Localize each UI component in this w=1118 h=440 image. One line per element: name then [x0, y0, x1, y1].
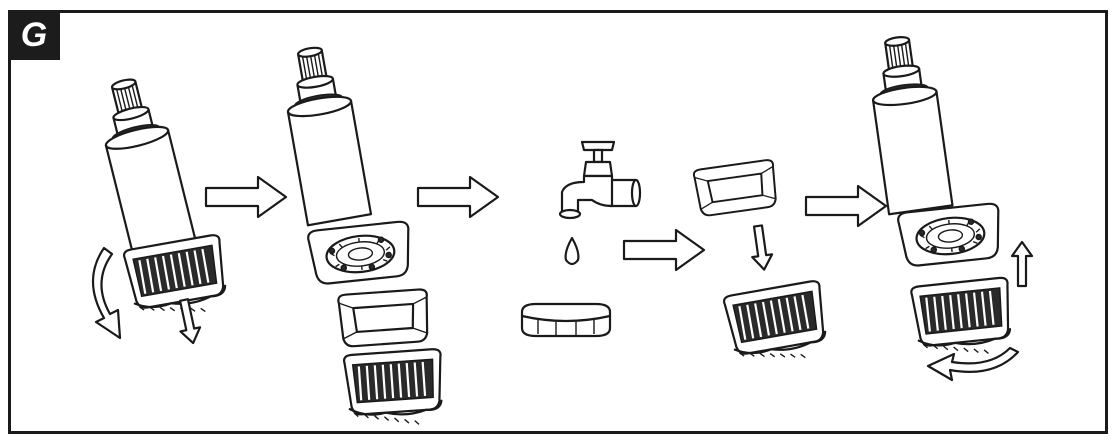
arrow-right-4 — [804, 184, 888, 228]
filter-body-5 — [863, 31, 954, 216]
sponge-ring-2 — [336, 287, 432, 349]
dark-cap-5 — [909, 276, 1016, 362]
arrow-right-1 — [204, 175, 288, 219]
filter-body-2 — [276, 41, 373, 227]
base-plate-5 — [896, 201, 1005, 269]
base-plate-2 — [306, 219, 415, 287]
stage-4-refit-sponge — [692, 158, 833, 371]
sponge-ring-3 — [520, 302, 612, 338]
arrow-right-2 — [416, 175, 500, 219]
sponge-ring-4 — [692, 158, 780, 218]
stage-3-rinse-under-tap — [520, 140, 642, 338]
dark-cap-4 — [722, 278, 833, 371]
rotate-arrow-icon-5 — [926, 346, 1020, 382]
step-label-badge: G — [8, 10, 60, 60]
filter-body-1 — [90, 71, 197, 259]
down-arrow-icon-4 — [746, 223, 776, 273]
rotate-arrow-icon — [92, 246, 122, 340]
arrow-right-3 — [622, 228, 706, 272]
water-drop-icon — [564, 236, 580, 266]
dark-cap-1 — [122, 232, 233, 325]
dark-cap-2 — [342, 347, 447, 431]
water-tap-icon — [558, 140, 642, 220]
down-arrow-icon — [173, 296, 205, 347]
stage-1-filter-assembled — [90, 71, 233, 347]
stage-5-reassemble — [863, 31, 1034, 382]
up-arrow-icon — [1010, 240, 1034, 288]
stage-2-exploded-view — [276, 41, 447, 431]
